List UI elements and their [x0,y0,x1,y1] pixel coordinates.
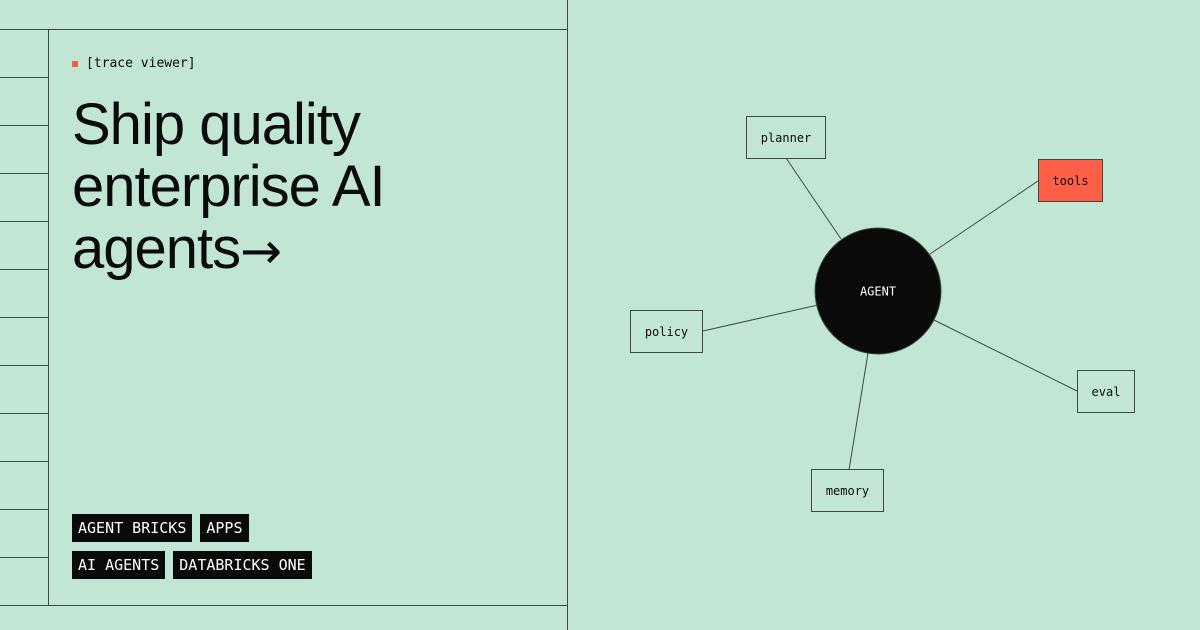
edge-agent-planner [785,157,842,240]
node-planner[interactable]: planner [746,116,826,159]
gutter-tick [0,221,48,222]
node-memory-label: memory [826,484,869,498]
eyebrow-marker-icon [72,60,78,67]
gutter-tick [0,365,48,366]
gutter-tick [0,509,48,510]
frame-bottom-rule [0,605,568,606]
title-line-3-text: agents [72,216,241,281]
node-tools[interactable]: tools [1038,159,1103,202]
tag-agent-bricks[interactable]: AGENT BRICKS [72,514,193,542]
gutter-tick [0,173,48,174]
tag-row-1: AGENT BRICKS APPS [72,514,312,542]
panel-divider [567,0,568,630]
eyebrow: [trace viewer] [72,56,196,71]
arrow-right-icon[interactable]: → [240,222,282,280]
tag-list: AGENT BRICKS APPS AI AGENTS DATABRICKS O… [72,514,312,588]
tag-databricks-one[interactable]: DATABRICKS ONE [173,551,312,579]
node-planner-label: planner [761,131,812,145]
node-policy-label: policy [645,325,688,339]
node-eval-label: eval [1092,385,1121,399]
node-memory[interactable]: memory [811,469,884,512]
title-line-3: agents→ [72,218,512,282]
gutter-tick [0,317,48,318]
gutter-tick [0,557,48,558]
page-title: Ship quality enterprise AI agents→ [72,94,512,282]
gutter-tick [0,269,48,270]
tag-row-2: AI AGENTS DATABRICKS ONE [72,551,312,579]
gutter-tick [0,125,48,126]
gutter-tick [0,77,48,78]
edge-agent-tools [929,180,1039,255]
node-policy[interactable]: policy [630,310,703,353]
tag-ai-agents[interactable]: AI AGENTS [72,551,166,579]
gutter-tick [0,461,48,462]
title-line-1: Ship quality [72,92,361,157]
title-line-2: enterprise AI [72,154,386,219]
node-agent[interactable]: AGENT [814,227,942,355]
node-tools-label: tools [1052,174,1088,188]
node-agent-label: AGENT [860,285,896,299]
tag-apps[interactable]: APPS [200,514,249,542]
gutter-tick [0,413,48,414]
left-gutter-rule [48,29,49,606]
edge-agent-eval [933,319,1078,392]
node-eval[interactable]: eval [1077,370,1135,413]
edge-agent-policy [702,304,819,332]
edge-agent-memory [848,352,869,471]
frame-top-rule [0,29,568,30]
eyebrow-label: [trace viewer] [86,56,196,71]
